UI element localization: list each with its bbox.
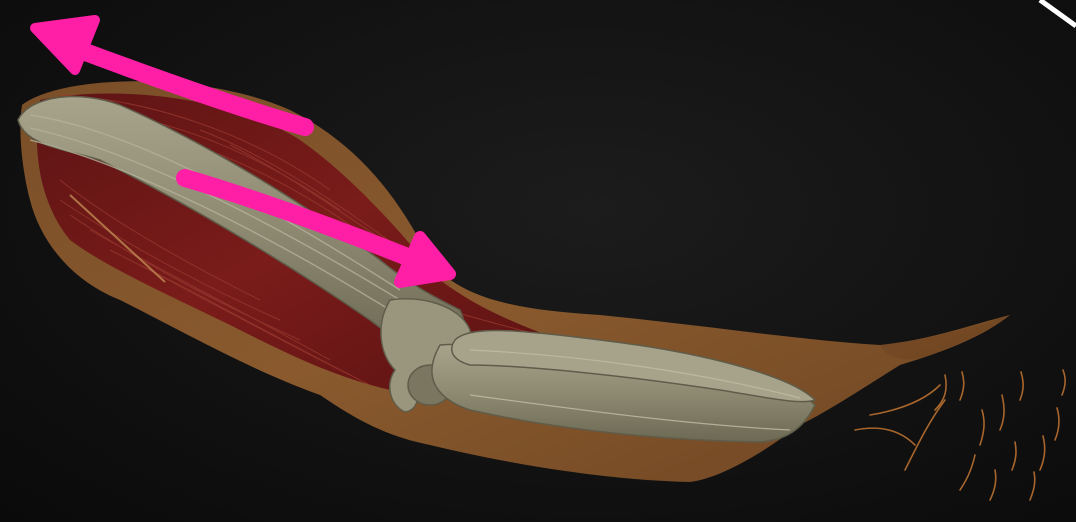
- hand-edge: [880, 315, 1010, 359]
- corner-line: [1040, 0, 1076, 26]
- hand-hair: [855, 370, 1065, 500]
